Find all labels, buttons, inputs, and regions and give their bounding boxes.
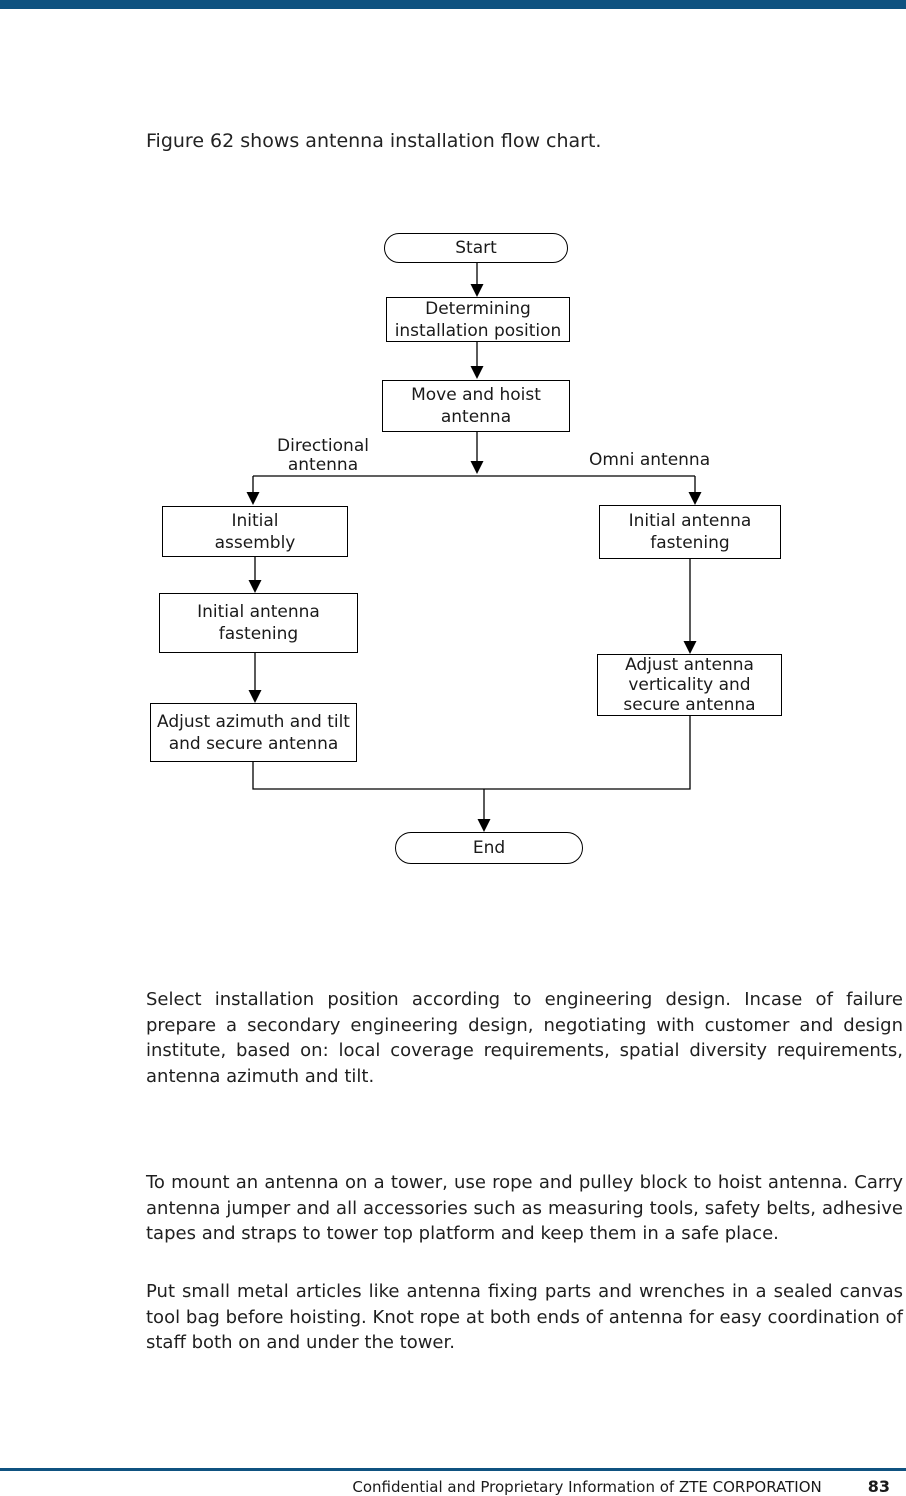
footer-confidential-text: Confidential and Proprietary Information… — [352, 1478, 822, 1496]
page-top-bar — [0, 0, 906, 9]
flow-node-determine-position: Determining installation position — [386, 297, 570, 342]
footer-divider-line — [0, 1468, 906, 1471]
paragraph-mount-antenna: To mount an antenna on a tower, use rope… — [146, 1172, 903, 1244]
footer-page-number: 83 — [867, 1477, 890, 1496]
flow-node-initial-antenna-fastening-right: Initial antenna fastening — [599, 505, 781, 559]
figure-caption: Figure 62 shows antenna installation flo… — [146, 130, 602, 152]
branch-label-omni-antenna: Omni antenna — [589, 450, 711, 470]
flow-node-start: Start — [384, 233, 568, 263]
paragraph-select-position: Select installation position according t… — [146, 989, 903, 1087]
flow-node-initial-antenna-fastening-left: Initial antenna fastening — [159, 593, 358, 653]
flow-node-adjust-verticality: Adjust antenna verticality and secure an… — [597, 654, 782, 716]
flow-node-initial-assembly: Initial assembly — [162, 506, 348, 557]
flow-node-end: End — [395, 832, 583, 864]
flow-node-adjust-azimuth-tilt: Adjust azimuth and tilt and secure anten… — [150, 703, 357, 762]
branch-label-directional-antenna: Directional antenna — [277, 436, 369, 475]
paragraph-small-metal-articles: Put small metal articles like antenna fi… — [146, 1281, 903, 1353]
flow-node-move-hoist: Move and hoist antenna — [382, 380, 570, 432]
footer: Confidential and Proprietary Information… — [352, 1477, 890, 1496]
